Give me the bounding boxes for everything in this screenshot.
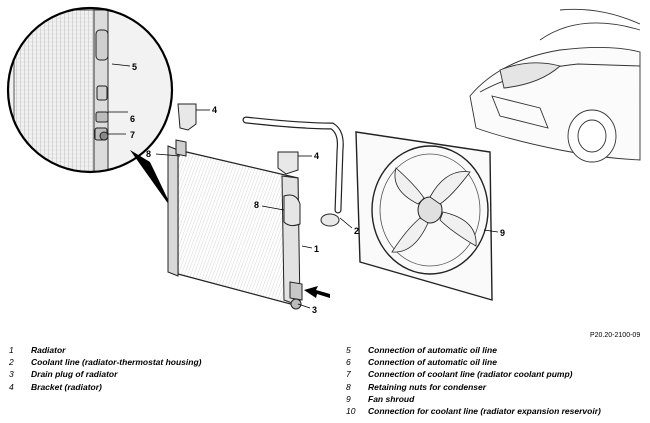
callout-5: 5 bbox=[132, 62, 137, 72]
callout-8-left: 8 bbox=[146, 149, 151, 159]
figure-code: P20.20-2100-09 bbox=[590, 332, 641, 339]
detail-pointer bbox=[130, 150, 174, 212]
callout-3: 3 bbox=[312, 305, 317, 315]
callout-4-right: 4 bbox=[314, 151, 319, 161]
callout-6: 6 bbox=[130, 114, 135, 124]
direction-arrow bbox=[304, 286, 330, 298]
callout-4-top: 4 bbox=[212, 105, 217, 115]
callout-2: 2 bbox=[354, 226, 359, 236]
fan-shroud-part bbox=[355, 131, 493, 301]
radiator-part bbox=[167, 139, 303, 310]
callout-7: 7 bbox=[130, 130, 135, 140]
callout-8-right: 8 bbox=[254, 200, 259, 210]
detail-magnifier: 5 6 7 bbox=[6, 6, 174, 174]
coolant-line-part bbox=[242, 116, 344, 227]
callout-1: 1 bbox=[314, 244, 319, 254]
leader-lines bbox=[155, 109, 499, 309]
car-sketch bbox=[469, 8, 641, 163]
radiator-exploded-diagram: 5 6 7 bbox=[6, 6, 641, 315]
bracket-parts bbox=[177, 103, 299, 175]
callout-9: 9 bbox=[500, 228, 505, 238]
